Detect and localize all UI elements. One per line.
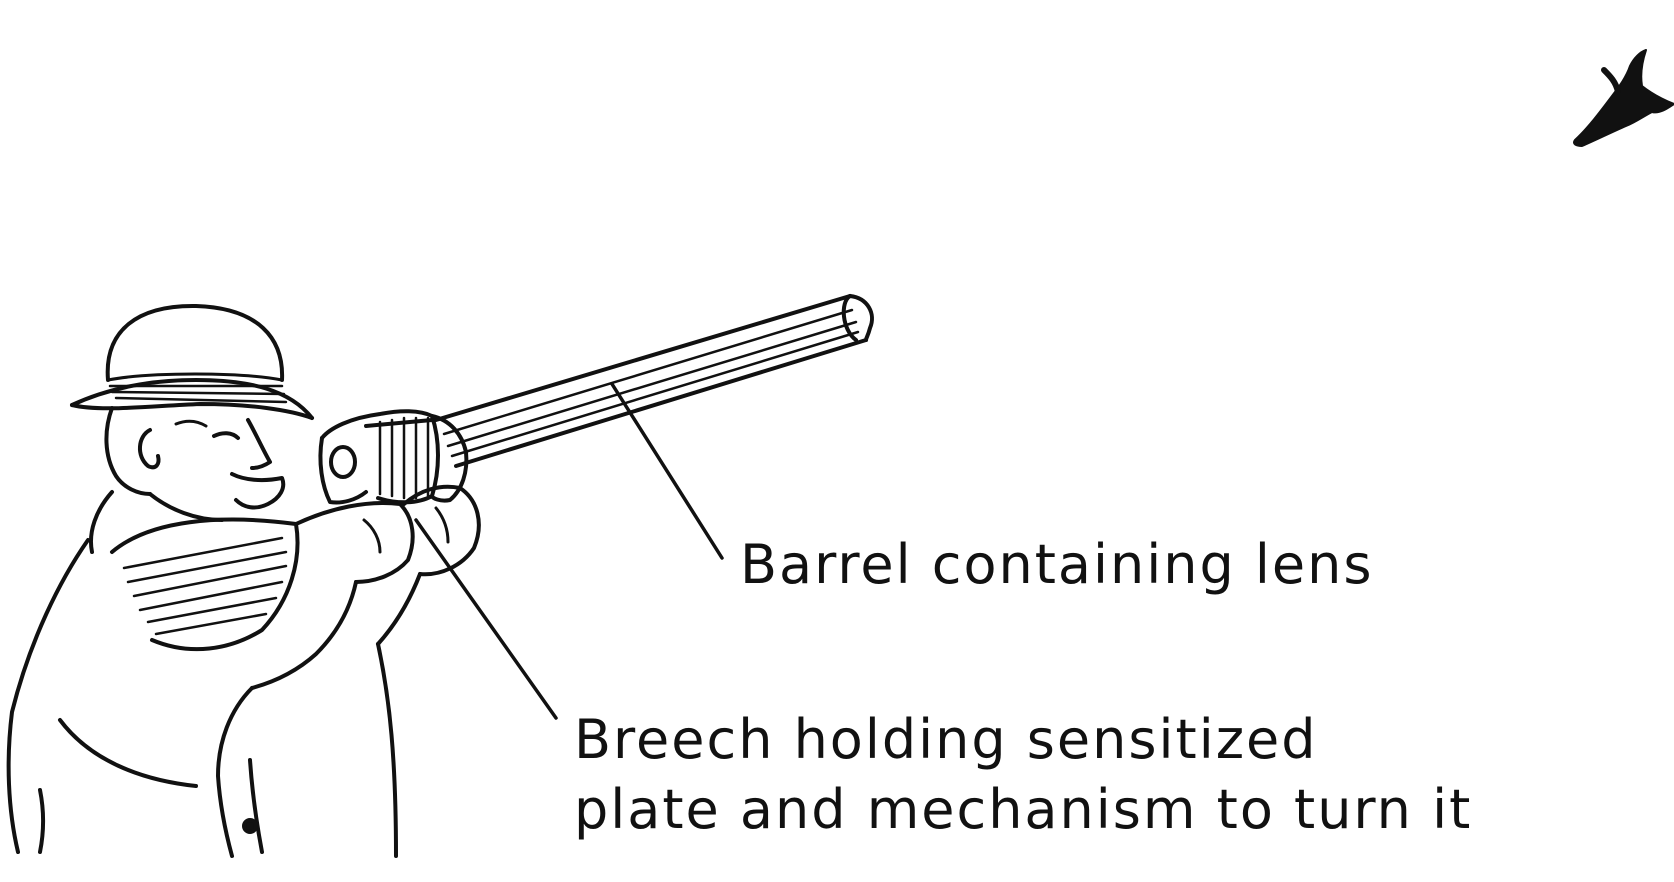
hat-icon <box>105 303 285 382</box>
breech-label-line-2: plate and mechanism to turn it <box>574 778 1473 842</box>
flying-bird-icon <box>1572 49 1674 147</box>
breech-leader-line <box>414 518 558 720</box>
breech-label-line-1: Breech holding sensitized <box>574 708 1318 771</box>
man-with-camera-gun-icon <box>6 294 874 858</box>
barrel-label: Barrel containing lens <box>740 533 1374 596</box>
camera-breech-icon <box>318 409 469 505</box>
camera-barrel-icon <box>434 294 874 468</box>
barrel-leader-line <box>610 382 724 560</box>
breech-label: Breech holding sensitized plate and mech… <box>574 705 1472 845</box>
